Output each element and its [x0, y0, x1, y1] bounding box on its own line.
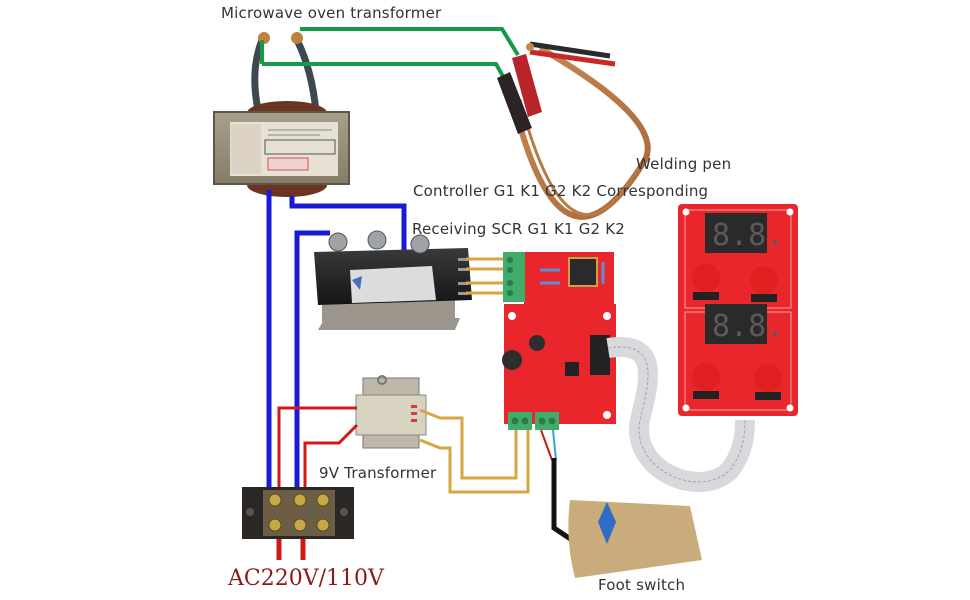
- pen-plug-black: [497, 72, 532, 134]
- pen-tip-red: [529, 49, 616, 67]
- red-wires: [276, 406, 359, 560]
- button-top-left: [692, 264, 720, 292]
- blue-wires: [266, 190, 407, 490]
- wire-red-1: [277, 406, 357, 490]
- green-wires: [260, 27, 520, 79]
- microwave-transformer: [213, 32, 350, 197]
- pedal-logo: [598, 502, 616, 544]
- label-9v-transformer: 9V Transformer: [319, 464, 437, 482]
- ribbon-cable: [606, 337, 755, 492]
- label-ac-input: AC220V/110V: [228, 566, 384, 591]
- wire-blue-mot-to-scr: [289, 196, 407, 250]
- mot-lead-right: [293, 38, 320, 113]
- label-microwave-transformer: Microwave oven transformer: [221, 4, 442, 22]
- power-terminal-block: [508, 412, 532, 430]
- gate-wires: [466, 257, 503, 295]
- scr-terminal-2: [367, 230, 387, 250]
- pulse-transformer: [568, 257, 598, 287]
- mcu-chip: [565, 362, 579, 376]
- scr-module: [314, 230, 472, 330]
- gate-terminal-block: [503, 252, 525, 302]
- display-panel: 8.8. 8.8.: [678, 204, 798, 416]
- wire-red-2: [303, 423, 359, 490]
- pedal-body: [568, 500, 702, 578]
- pen-plug-red: [512, 54, 542, 117]
- ribbon-header: [590, 335, 610, 375]
- label-receiving-scr: Receiving SCR G1 K1 G2 K2: [412, 220, 626, 238]
- secondary-wires: [419, 408, 530, 494]
- welding-pen: [497, 41, 651, 220]
- label-welding-pen: Welding pen: [636, 155, 732, 173]
- foot-switch: [568, 500, 702, 578]
- footswitch-terminal-block: [535, 412, 559, 430]
- display-top-digits: 8.8.: [712, 218, 784, 253]
- label-controller-mapping: Controller G1 K1 G2 K2 Corresponding: [413, 182, 709, 200]
- display-bottom-digits: 8.8.: [712, 309, 784, 344]
- button-bottom-right: [754, 364, 782, 392]
- wire-green-bottom: [262, 62, 506, 79]
- mot-lug-right: [291, 32, 303, 44]
- display-bottom: [705, 304, 767, 344]
- scr-terminal-1: [328, 232, 348, 252]
- pen-tip-black: [529, 41, 611, 59]
- label-foot-switch: Foot switch: [598, 576, 686, 594]
- capacitor-small: [529, 335, 545, 351]
- display-top: [705, 213, 767, 253]
- scr-terminal-3: [410, 234, 430, 254]
- wire-green-top: [300, 27, 520, 57]
- button-top-right: [750, 266, 778, 294]
- mot-lead-left: [251, 38, 266, 111]
- button-bottom-left: [692, 363, 720, 391]
- footswitch-cable: [540, 429, 574, 543]
- mot-label-table: [231, 124, 261, 174]
- wire-blue-ac-to-scr: [294, 230, 330, 490]
- scr-label: [350, 266, 436, 303]
- controller-board: [502, 252, 616, 430]
- mot-danger-sticker: [267, 157, 309, 171]
- capacitor-large: [502, 350, 522, 370]
- terminal-block: [242, 487, 354, 539]
- transformer-9v: [355, 375, 427, 449]
